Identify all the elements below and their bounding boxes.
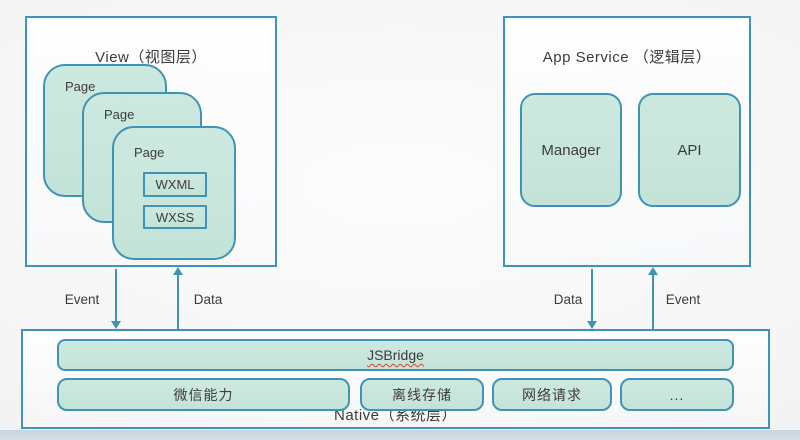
view-layer-title: View（视图层）: [95, 49, 207, 66]
native-layer-title: Native（系统层）: [333, 407, 458, 424]
wxml-box: WXML: [143, 172, 207, 197]
jsbridge-label: JSBridge: [367, 347, 424, 363]
page-label: Page: [104, 107, 135, 122]
data-down-arrow-line-right: [591, 269, 593, 322]
event-label-right: Event: [665, 292, 701, 307]
app-service-layer-title: App Service （逻辑层）: [542, 49, 712, 66]
data-up-arrow-line-left: [177, 275, 179, 329]
data-label-left: Data: [193, 292, 223, 307]
event-label-left: Event: [64, 292, 100, 307]
page-label: Page: [134, 145, 165, 160]
arrow-up-icon: [648, 267, 658, 275]
network-request-box: 网络请求: [492, 378, 612, 411]
arrow-down-icon: [111, 321, 121, 329]
more-capabilities-box: ...: [620, 378, 734, 411]
event-up-arrow-line-right: [652, 275, 654, 329]
wxss-box: WXSS: [143, 205, 207, 229]
jsbridge-bar: JSBridge: [57, 339, 734, 371]
offline-storage-box: 离线存储: [360, 378, 484, 411]
wechat-capability-box: 微信能力: [57, 378, 350, 411]
arrow-down-icon: [587, 321, 597, 329]
event-down-arrow-line-left: [115, 269, 117, 322]
page-label: Page: [65, 79, 96, 94]
api-box: API: [638, 93, 741, 207]
slide-bottom-edge: [0, 430, 800, 440]
page-card-front: Page WXML WXSS: [112, 126, 236, 260]
arrow-up-icon: [173, 267, 183, 275]
manager-box: Manager: [520, 93, 622, 207]
data-label-right: Data: [553, 292, 583, 307]
